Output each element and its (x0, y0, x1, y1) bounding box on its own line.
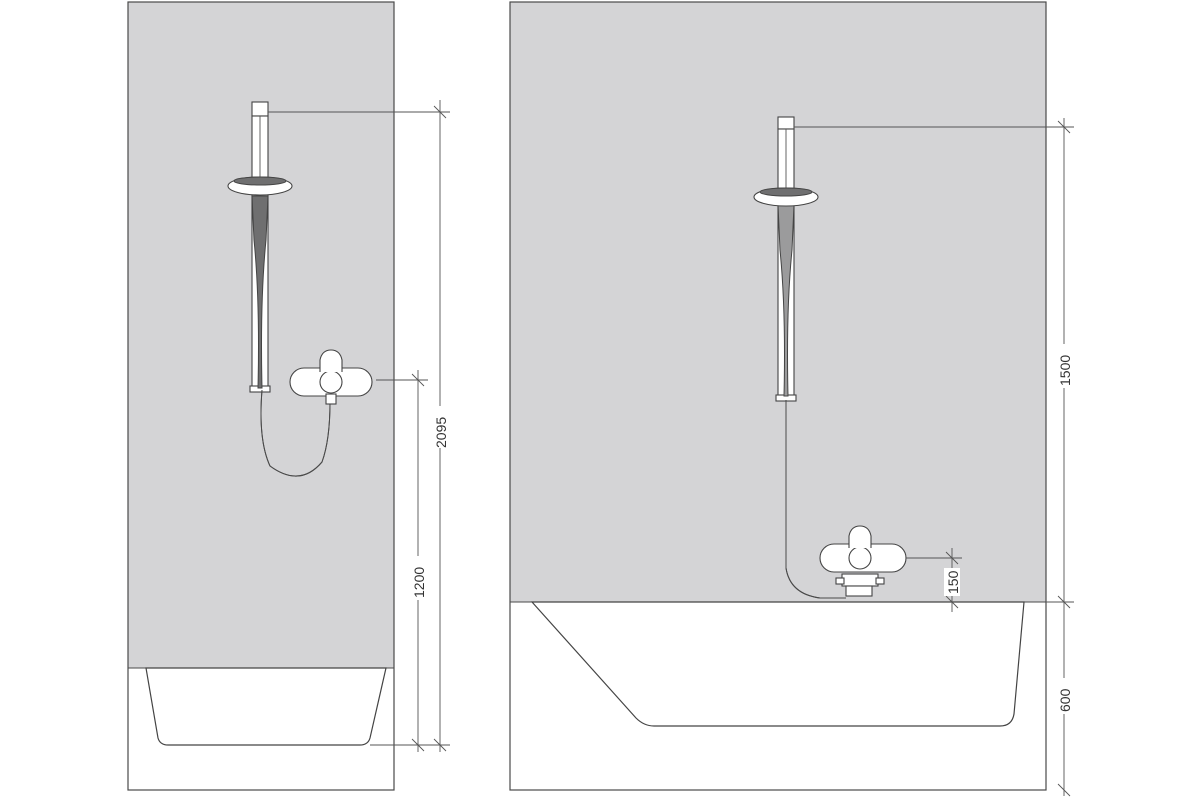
shower-panel-frame (127, 1, 395, 791)
dimension-1200: 1200 (376, 370, 428, 752)
dimension-label-1500: 1500 (1057, 355, 1073, 386)
bathtub-panel: 150 1500 600 (509, 1, 1074, 797)
dimension-600: 600 (1056, 678, 1073, 797)
bath-mixer (819, 525, 907, 597)
dimension-2095: 2095 (268, 100, 450, 752)
shower-mixer (289, 349, 373, 405)
shower-tray (145, 667, 387, 746)
hand-shower-head (227, 176, 293, 389)
dimension-150: 150 (906, 548, 962, 612)
bathtub (530, 601, 1025, 727)
bath-hand-shower-head (753, 187, 819, 397)
dimension-label-2095: 2095 (433, 417, 449, 448)
dimension-label-600: 600 (1057, 688, 1073, 712)
shower-panel: 2095 1200 (127, 1, 450, 791)
dimension-label-1200: 1200 (411, 567, 427, 598)
dimension-label-150: 150 (945, 570, 961, 594)
bathtub-panel-frame (509, 1, 1047, 791)
